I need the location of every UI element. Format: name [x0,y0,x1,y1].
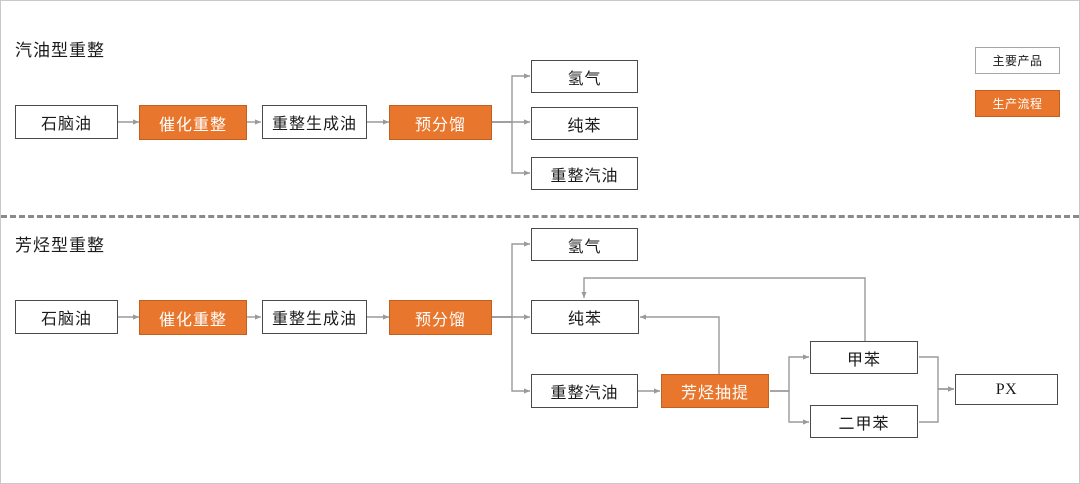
section-divider [1,215,1079,218]
edge-a-extract-to-benzene [640,314,720,374]
node-toluene[interactable]: 甲苯 [810,341,918,374]
edge-a-extract-to-xylene [770,390,809,425]
node-catalytic-reforming-aromatics[interactable]: 催化重整 [139,300,247,335]
edge-prefrac-to-h2 [492,73,530,123]
edge-a-extract-to-toluene [770,354,809,392]
node-reformed-gasoline-gasoline[interactable]: 重整汽油 [531,157,638,190]
node-aromatics-extraction[interactable]: 芳烃抽提 [661,374,769,408]
node-pure-benzene-aromatics[interactable]: 纯苯 [531,300,639,334]
section-title-gasoline: 汽油型重整 [15,41,105,60]
node-catalytic-reforming-gasoline[interactable]: 催化重整 [139,105,247,140]
node-naphtha-gasoline[interactable]: 石脑油 [15,105,118,139]
node-px[interactable]: PX [955,374,1058,405]
edge-a-xylene-to-px [919,386,954,423]
node-reformate-aromatics[interactable]: 重整生成油 [262,300,367,334]
node-naphtha-aromatics[interactable]: 石脑油 [15,300,118,334]
node-hydrogen-gasoline[interactable]: 氢气 [531,60,638,93]
edge-a-prefrac-to-gasoline [492,316,530,394]
section-title-aromatics: 芳烃型重整 [15,236,105,255]
legend-production-flow[interactable]: 生产流程 [975,90,1060,117]
node-prefractionation-gasoline[interactable]: 预分馏 [389,105,492,140]
node-hydrogen-aromatics[interactable]: 氢气 [531,228,638,261]
edge-a-prefrac-to-h2 [492,241,530,318]
edge-prefrac-to-gasoline [492,121,530,176]
node-reformate-gasoline[interactable]: 重整生成油 [262,105,367,139]
node-xylene[interactable]: 二甲苯 [810,405,918,438]
legend-main-product[interactable]: 主要产品 [975,47,1060,74]
node-prefractionation-aromatics[interactable]: 预分馏 [389,300,492,335]
edge-a-toluene-to-px [919,356,954,392]
node-reformed-gasoline-aromatics[interactable]: 重整汽油 [531,374,638,408]
node-pure-benzene-gasoline[interactable]: 纯苯 [531,107,638,140]
